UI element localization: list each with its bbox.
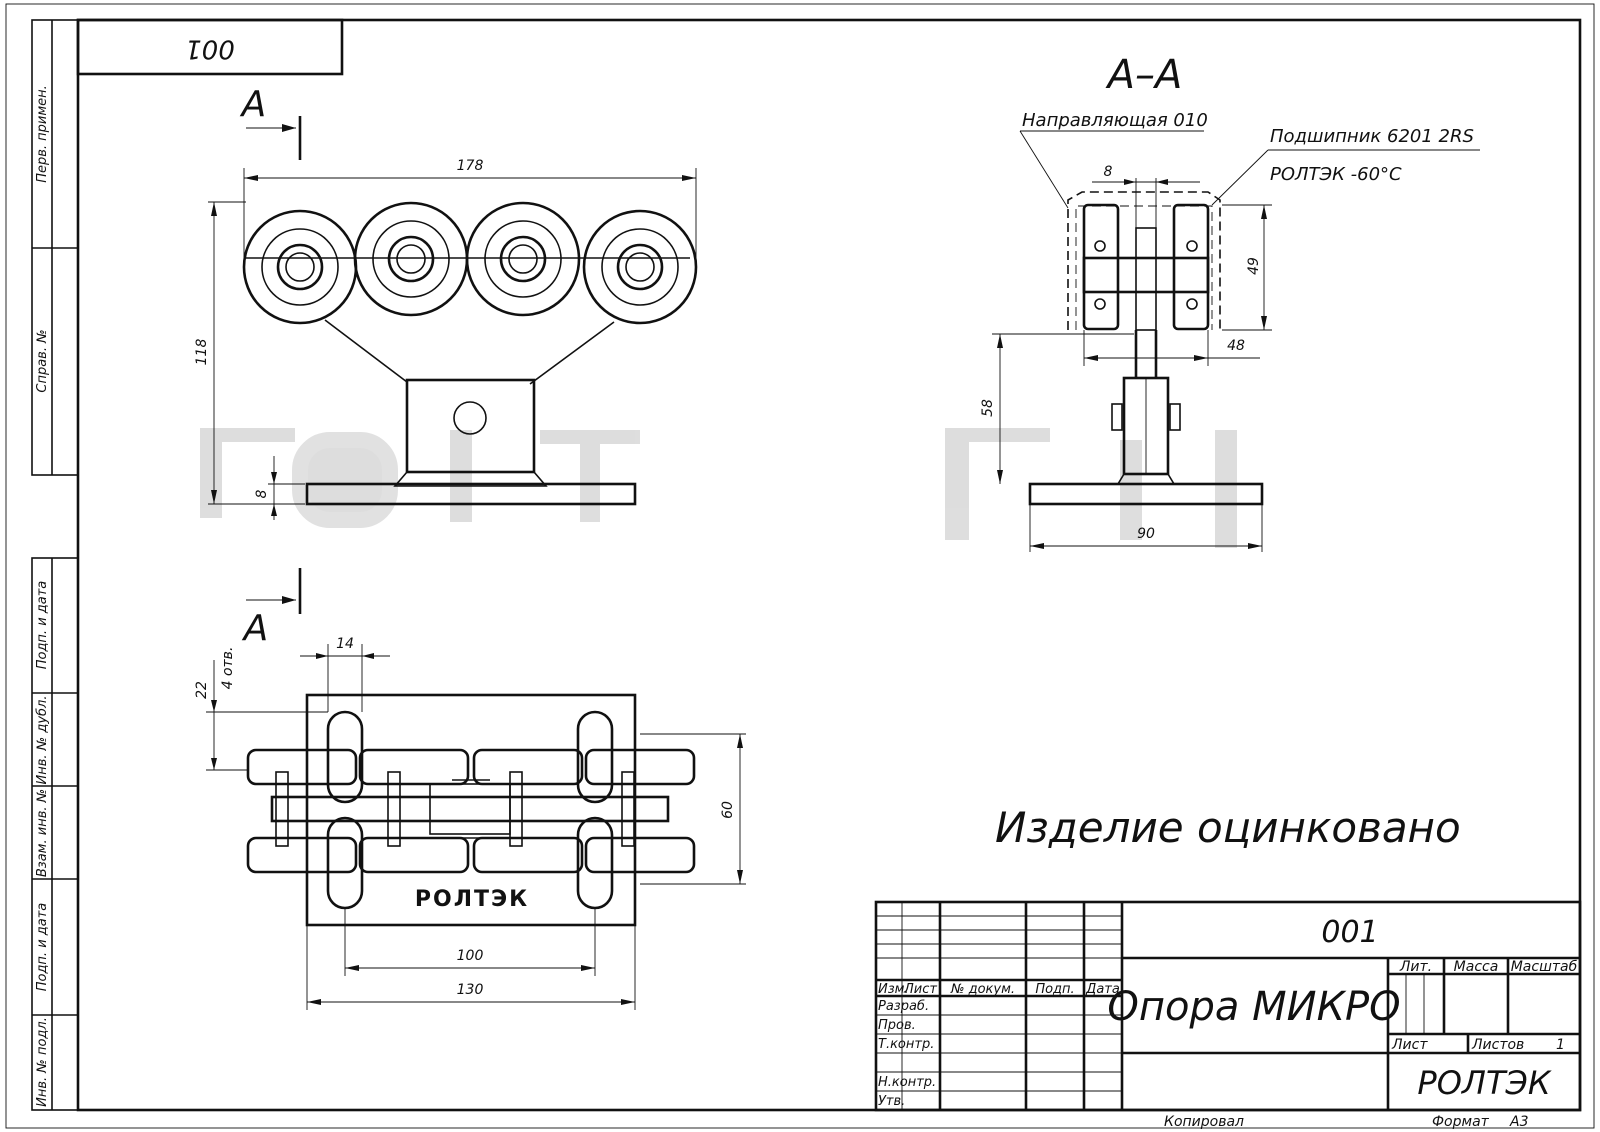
wheel-1 [242, 209, 358, 325]
section-title: А–А [1105, 52, 1183, 98]
kopiroval-label: Копировал [1164, 1114, 1244, 1130]
front-view: А [194, 84, 698, 520]
format-label: Формат [1432, 1114, 1490, 1130]
tb-row-utv: Утв. [878, 1094, 905, 1109]
tb-masshtab: Масштаб [1511, 959, 1578, 975]
tb-name: Опора МИКРО [1107, 984, 1400, 1030]
dim-90: 90 [1137, 526, 1155, 542]
dim-60: 60 [720, 801, 736, 819]
bearing-label-1: Подшипник 6201 2RS [1270, 126, 1474, 147]
dim-22: 22 [194, 681, 210, 699]
watermark [200, 428, 1237, 548]
section-view: А–А Направляющая 010 Подшипник 6201 2RS … [980, 52, 1480, 552]
tb-col-data: Дата [1085, 982, 1120, 997]
dim-4-holes: 4 отв. [220, 647, 236, 690]
wheel-3 [465, 201, 581, 317]
side-label-sprav: Справ. № [35, 329, 50, 392]
left-wheel [1082, 203, 1120, 331]
tb-list: Лист [1391, 1037, 1428, 1053]
tb-col-izm: Изм. [878, 982, 909, 997]
format-value: А3 [1509, 1114, 1528, 1130]
wheel-4 [582, 209, 698, 325]
dim-58: 58 [980, 399, 996, 417]
side-strip: Перв. примен. Справ. № Подп. и дата Инв.… [31, 19, 79, 1111]
top-view: А РОЛТЭК 14 [194, 568, 746, 1010]
dim-8-gap: 8 [1104, 164, 1113, 180]
dim-100: 100 [457, 948, 484, 964]
title-block: Изм. Лист № докум. Подп. Дата Разраб. Пр… [874, 900, 1582, 1112]
dim-48: 48 [1227, 338, 1245, 354]
section-marker-top: А [240, 84, 267, 125]
section-marker-bottom: А [242, 608, 269, 649]
side-label-vzam-inv: Взам. инв. № [35, 789, 50, 877]
tb-col-podp: Подп. [1035, 982, 1074, 997]
brand-on-plate: РОЛТЭК [415, 887, 529, 912]
dim-49: 49 [1246, 257, 1262, 275]
tb-lit: Лит. [1399, 959, 1432, 975]
outer-border [5, 3, 1595, 1129]
tb-company: РОЛТЭК [1417, 1064, 1551, 1102]
dim-8-plate: 8 [254, 489, 270, 498]
dim-178: 178 [457, 158, 484, 174]
wheel-2 [353, 201, 469, 317]
note-galvanized: Изделие оцинковано [995, 803, 1461, 852]
dim-130: 130 [457, 982, 484, 998]
side-label-inv-dubl: Инв. № дубл. [35, 696, 50, 785]
right-wheel [1172, 203, 1210, 331]
tb-row-nkontr: Н.контр. [878, 1075, 936, 1090]
side-label-perv-primen: Перв. примен. [35, 85, 50, 183]
bearing-label-2: РОЛТЭК -60°С [1270, 164, 1402, 185]
tb-col-docnum: № докум. [950, 982, 1015, 997]
tb-doc-number: 001 [1321, 915, 1378, 950]
top-left-code: 001 [185, 34, 235, 64]
tb-row-tkontr: Т.контр. [878, 1037, 934, 1052]
tb-listov: Листов [1471, 1037, 1524, 1053]
tb-massa: Масса [1454, 959, 1499, 975]
tb-row-razrab: Разраб. [878, 999, 929, 1014]
tb-col-list: Лист [903, 982, 937, 997]
tb-row-prov: Пров. [878, 1018, 916, 1033]
guide-label: Направляющая 010 [1022, 110, 1208, 131]
tb-listov-value: 1 [1556, 1037, 1565, 1053]
side-label-podp-data-1: Подп. и дата [35, 581, 50, 670]
dim-118: 118 [194, 339, 210, 366]
side-label-inv-podl: Инв. № подл. [35, 1017, 50, 1107]
dim-14: 14 [336, 636, 354, 652]
side-label-podp-data-2: Подп. и дата [35, 903, 50, 992]
